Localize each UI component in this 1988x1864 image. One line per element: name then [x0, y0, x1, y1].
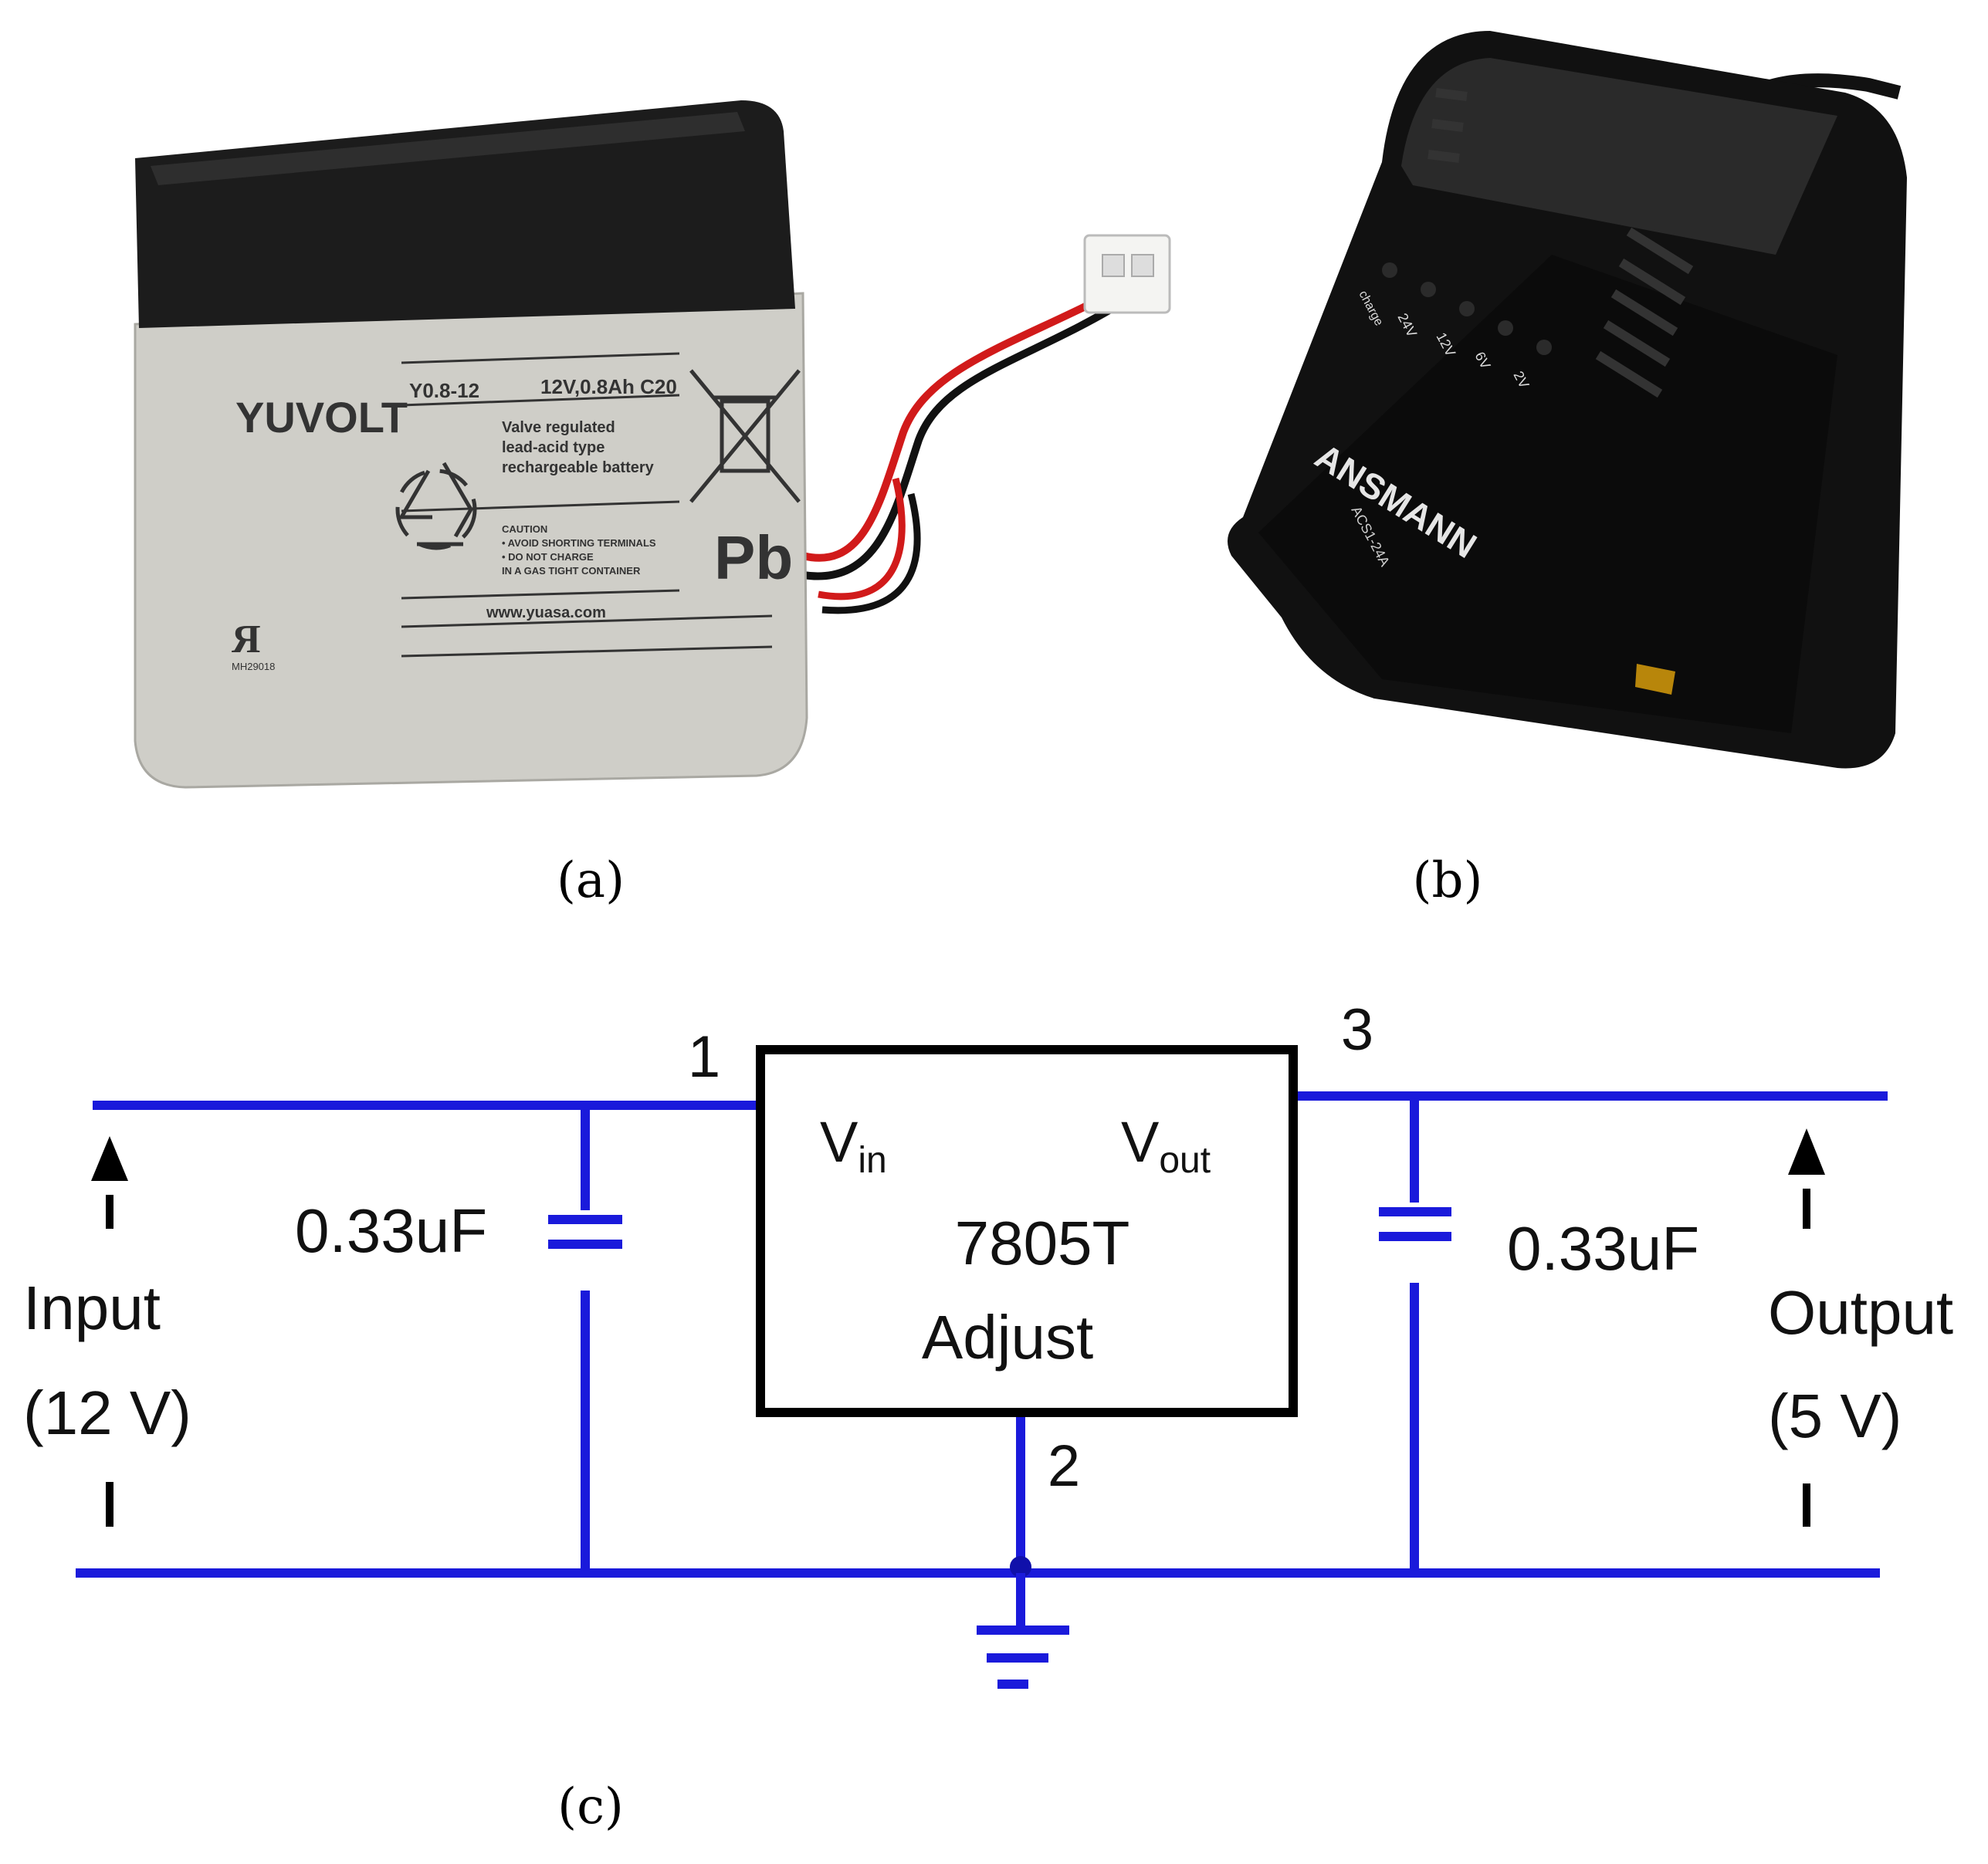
battery-desc-1: Valve regulated	[502, 419, 615, 436]
output-arrow-icon	[1788, 1128, 1825, 1229]
regulator-vout-label: Vout	[1121, 1110, 1211, 1181]
ground-icon	[977, 1573, 1069, 1689]
regulator-part-number: 7805T	[955, 1209, 1130, 1277]
battery-black-wire	[802, 305, 1114, 580]
battery-caution-1: CAUTION	[502, 523, 547, 535]
battery-illustration: YUVOLT Y0.8-12 12V,0.8Ah C20 Valve regul…	[134, 100, 1171, 789]
output-value: (5 V)	[1768, 1382, 1902, 1450]
right-capacitor-value: 0.33uF	[1507, 1214, 1699, 1283]
charger-illustration: charge 24V 12V 6V 2V ANSMANN ACS1-24A	[1228, 31, 1907, 769]
regulator-schematic: Vin Vout 7805T Adjust 1 2 3 0.33uF 0.33u…	[23, 997, 1953, 1689]
charger-plug-pin	[1635, 664, 1675, 695]
output-label: Output	[1768, 1278, 1953, 1347]
caption-a: (a)	[557, 852, 625, 909]
battery-cert-code: MH29018	[232, 661, 275, 672]
left-capacitor-value: 0.33uF	[295, 1196, 487, 1265]
battery-red-wire	[801, 297, 1099, 562]
battery-caution-3: • DO NOT CHARGE	[502, 551, 594, 563]
battery-caution-4: IN A GAS TIGHT CONTAINER	[502, 565, 641, 577]
recycle-icon	[395, 462, 477, 550]
regulator-adjust-label: Adjust	[922, 1303, 1093, 1372]
charger-led-row	[1382, 262, 1552, 355]
battery-desc-2: lead-acid type	[502, 439, 605, 456]
regulator-vin-label: Vin	[820, 1110, 887, 1181]
battery-model: Y0.8-12	[409, 379, 479, 402]
charger-vents	[1427, 88, 1694, 398]
battery-desc-3: rechargeable battery	[502, 459, 655, 476]
battery-website: www.yuasa.com	[486, 604, 606, 621]
crossed-bin-icon	[689, 369, 801, 503]
ul-mark-icon: Я	[232, 617, 261, 661]
regulator-box	[756, 1045, 1298, 1417]
pin-1-label: 1	[688, 1024, 720, 1090]
ground-junction-dot	[1010, 1556, 1031, 1578]
battery-caution-2: • AVOID SHORTING TERMINALS	[502, 537, 656, 549]
caption-b: (b)	[1413, 852, 1483, 909]
input-label: Input	[23, 1274, 161, 1342]
svg-text:Я: Я	[232, 617, 261, 661]
caption-c: (c)	[557, 1778, 624, 1835]
input-value: (12 V)	[23, 1379, 191, 1447]
battery-rating: 12V,0.8Ah C20	[540, 375, 677, 398]
pin-3-label: 3	[1341, 997, 1373, 1063]
battery-brand: YUVOLT	[235, 393, 408, 441]
battery-chem-symbol: Pb	[714, 523, 793, 592]
input-arrow-icon	[91, 1136, 128, 1229]
battery-body	[134, 292, 808, 789]
pin-2-label: 2	[1048, 1433, 1080, 1499]
battery-connector	[1083, 234, 1171, 314]
